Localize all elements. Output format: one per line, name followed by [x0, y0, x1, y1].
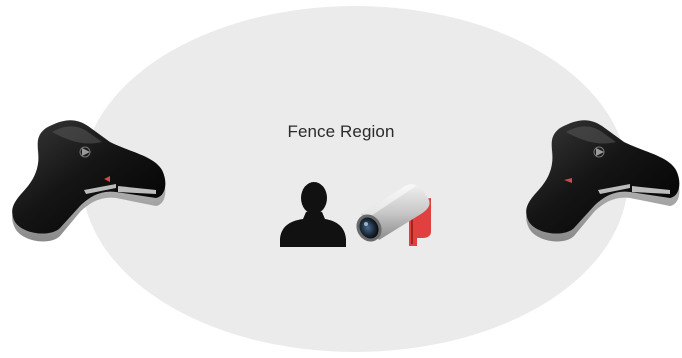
person-icon: [279, 181, 347, 247]
right-reader-device-icon: [520, 120, 682, 245]
fence-region-label: Fence Region: [241, 122, 441, 142]
left-reader-device-icon: [6, 120, 168, 245]
camera-icon: [355, 180, 437, 248]
